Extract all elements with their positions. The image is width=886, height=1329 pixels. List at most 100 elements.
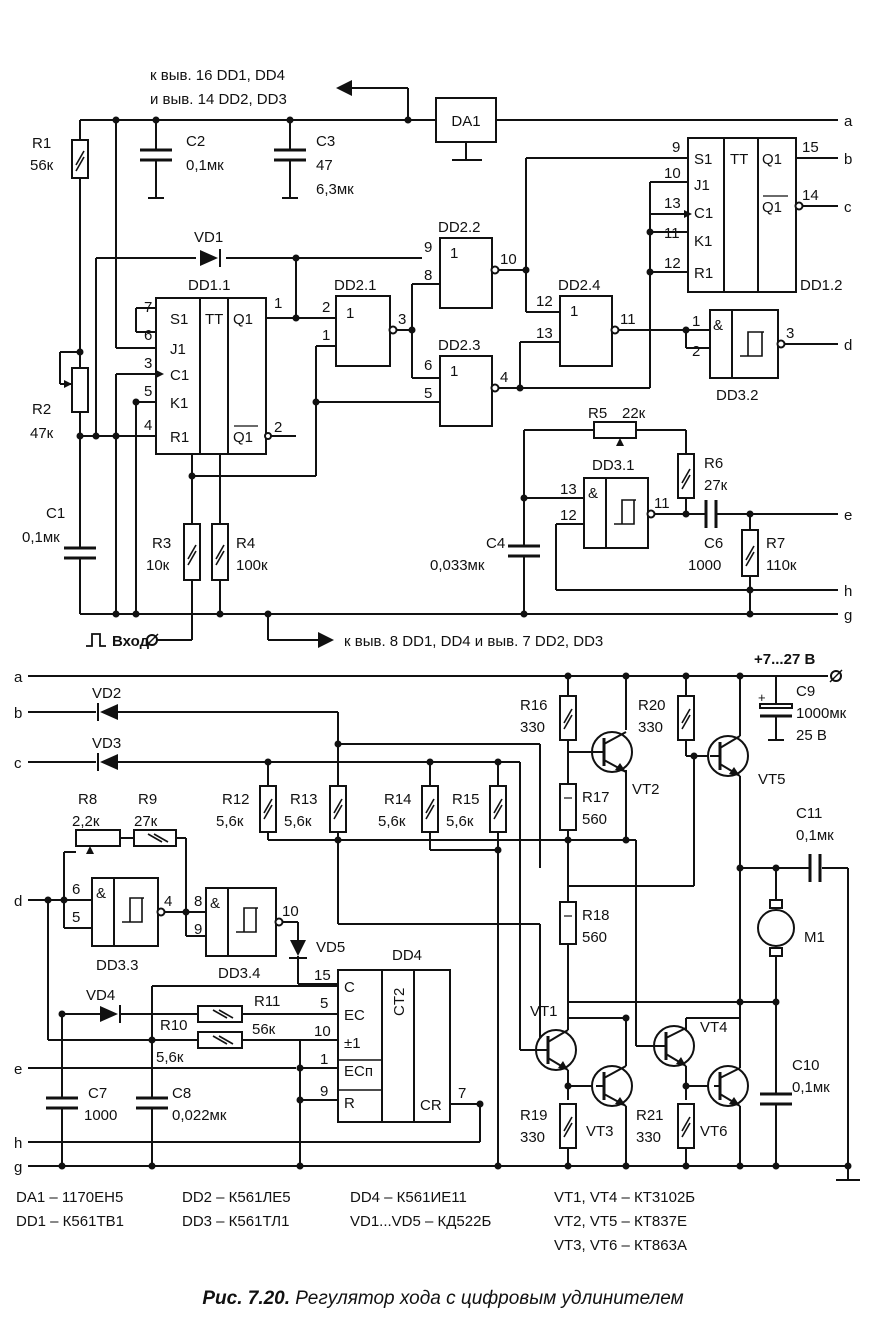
svg-text:Q1: Q1 xyxy=(762,151,782,168)
svg-text:10: 10 xyxy=(664,165,681,182)
svg-text:VD5: VD5 xyxy=(316,939,345,956)
chip-dd4: C EC ±1 ECп R CR CT2 xyxy=(337,969,451,1123)
svg-text:1: 1 xyxy=(450,245,458,262)
gate-dd2-4: 1 xyxy=(559,295,620,367)
svg-text:DD2.3: DD2.3 xyxy=(438,337,481,354)
resistor-r2 xyxy=(64,367,89,413)
gate-dd3-4: & xyxy=(205,887,284,957)
supply-terminal xyxy=(829,669,843,683)
svg-text:VT3, VT6 – КТ863А: VT3, VT6 – КТ863А xyxy=(554,1237,687,1254)
svg-text:0,022мк: 0,022мк xyxy=(172,1107,227,1124)
transistor-vt3 xyxy=(591,1058,633,1114)
svg-text:13: 13 xyxy=(560,481,577,498)
svg-text:0,1мк: 0,1мк xyxy=(186,157,224,174)
svg-text:DD1 – К561ТВ1: DD1 – К561ТВ1 xyxy=(16,1213,124,1230)
svg-text:C2: C2 xyxy=(186,133,205,150)
svg-text:12: 12 xyxy=(536,293,553,310)
svg-text:c: c xyxy=(14,755,22,772)
svg-text:1: 1 xyxy=(322,327,330,344)
svg-text:+: + xyxy=(758,690,766,705)
svg-text:R18: R18 xyxy=(582,907,610,924)
svg-text:8: 8 xyxy=(194,893,202,910)
input-pulse-icon xyxy=(86,633,106,647)
svg-text:d: d xyxy=(14,893,22,910)
resistor-r10 xyxy=(197,1031,243,1049)
diode-vd5 xyxy=(289,940,307,959)
svg-text:Q1: Q1 xyxy=(233,429,253,446)
svg-text:R2: R2 xyxy=(32,401,51,418)
svg-text:5: 5 xyxy=(72,909,80,926)
svg-text:100к: 100к xyxy=(236,557,268,574)
svg-text:R10: R10 xyxy=(160,1017,188,1034)
svg-text:10: 10 xyxy=(282,903,299,920)
svg-text:R14: R14 xyxy=(384,791,412,808)
svg-text:ECп: ECп xyxy=(344,1063,373,1080)
figure-number: Рис. 7.20. xyxy=(202,1288,291,1309)
arrow-to-ground-pins xyxy=(318,632,334,648)
svg-text:C1: C1 xyxy=(46,505,65,522)
svg-text:CT2: CT2 xyxy=(391,988,408,1016)
svg-text:R5: R5 xyxy=(588,405,607,422)
transistor-vt5 xyxy=(707,730,749,784)
capacitor-c7 xyxy=(46,1096,78,1110)
svg-text:27к: 27к xyxy=(704,477,728,494)
svg-text:10: 10 xyxy=(314,1023,331,1040)
svg-text:2: 2 xyxy=(322,299,330,316)
capacitor-c4 xyxy=(508,544,540,558)
note-to-pin16: к выв. 16 DD1, DD4 xyxy=(150,67,285,84)
svg-text:47к: 47к xyxy=(30,425,54,442)
svg-text:0,033мк: 0,033мк xyxy=(430,557,485,574)
svg-text:R4: R4 xyxy=(236,535,255,552)
svg-text:VD1...VD5 – КД522Б: VD1...VD5 – КД522Б xyxy=(350,1213,491,1230)
svg-text:J1: J1 xyxy=(694,177,710,194)
svg-text:R: R xyxy=(344,1095,355,1112)
svg-text:1: 1 xyxy=(346,305,354,322)
svg-text:DD1.2: DD1.2 xyxy=(800,277,843,294)
motor-m1 xyxy=(757,899,795,957)
svg-text:5,6к: 5,6к xyxy=(378,813,406,830)
diode-vd3 xyxy=(97,753,118,771)
svg-text:R3: R3 xyxy=(152,535,171,552)
svg-text:VT4: VT4 xyxy=(700,1019,728,1036)
gate-dd3-1: & xyxy=(583,477,656,549)
svg-text:1000мк: 1000мк xyxy=(796,705,847,722)
resistor-r16 xyxy=(559,695,577,741)
resistor-r9 xyxy=(133,829,177,847)
svg-text:DD2 – К561ЛЕ5: DD2 – К561ЛЕ5 xyxy=(182,1189,291,1206)
transistor-vt1 xyxy=(535,1018,577,1086)
svg-text:330: 330 xyxy=(638,719,663,736)
note-to-pin14: и выв. 14 DD2, DD3 xyxy=(150,91,287,108)
svg-text:&: & xyxy=(713,317,723,334)
svg-text:2: 2 xyxy=(274,419,282,436)
svg-text:h: h xyxy=(14,1135,22,1152)
svg-text:S1: S1 xyxy=(694,151,712,168)
svg-text:10: 10 xyxy=(500,251,517,268)
svg-text:S1: S1 xyxy=(170,311,188,328)
svg-text:d: d xyxy=(844,337,852,354)
svg-text:1: 1 xyxy=(320,1051,328,1068)
svg-text:C7: C7 xyxy=(88,1085,107,1102)
resistor-r1 xyxy=(71,139,89,179)
svg-text:±1: ±1 xyxy=(344,1035,361,1052)
svg-text:9: 9 xyxy=(194,921,202,938)
svg-text:5: 5 xyxy=(144,383,152,400)
svg-text:1: 1 xyxy=(570,303,578,320)
resistor-r12 xyxy=(259,785,277,833)
svg-text:g: g xyxy=(844,607,852,624)
svg-text:8: 8 xyxy=(424,267,432,284)
svg-text:7: 7 xyxy=(144,299,152,316)
svg-text:560: 560 xyxy=(582,929,607,946)
svg-text:R1: R1 xyxy=(694,265,713,282)
svg-text:11: 11 xyxy=(620,311,636,328)
capacitor-c8 xyxy=(136,1096,168,1110)
transistor-vt4 xyxy=(636,1025,695,1086)
top-junctions xyxy=(76,116,754,618)
svg-text:3: 3 xyxy=(144,355,152,372)
svg-text:Q1: Q1 xyxy=(233,311,253,328)
resistor-r7 xyxy=(741,529,759,577)
svg-text:25 В: 25 В xyxy=(796,727,827,744)
svg-text:R6: R6 xyxy=(704,455,723,472)
resistor-r14 xyxy=(421,785,439,833)
figure-caption: Рис. 7.20. Регулятор хода с цифровым удл… xyxy=(0,1288,886,1310)
gate-dd3-2: & xyxy=(709,309,786,379)
